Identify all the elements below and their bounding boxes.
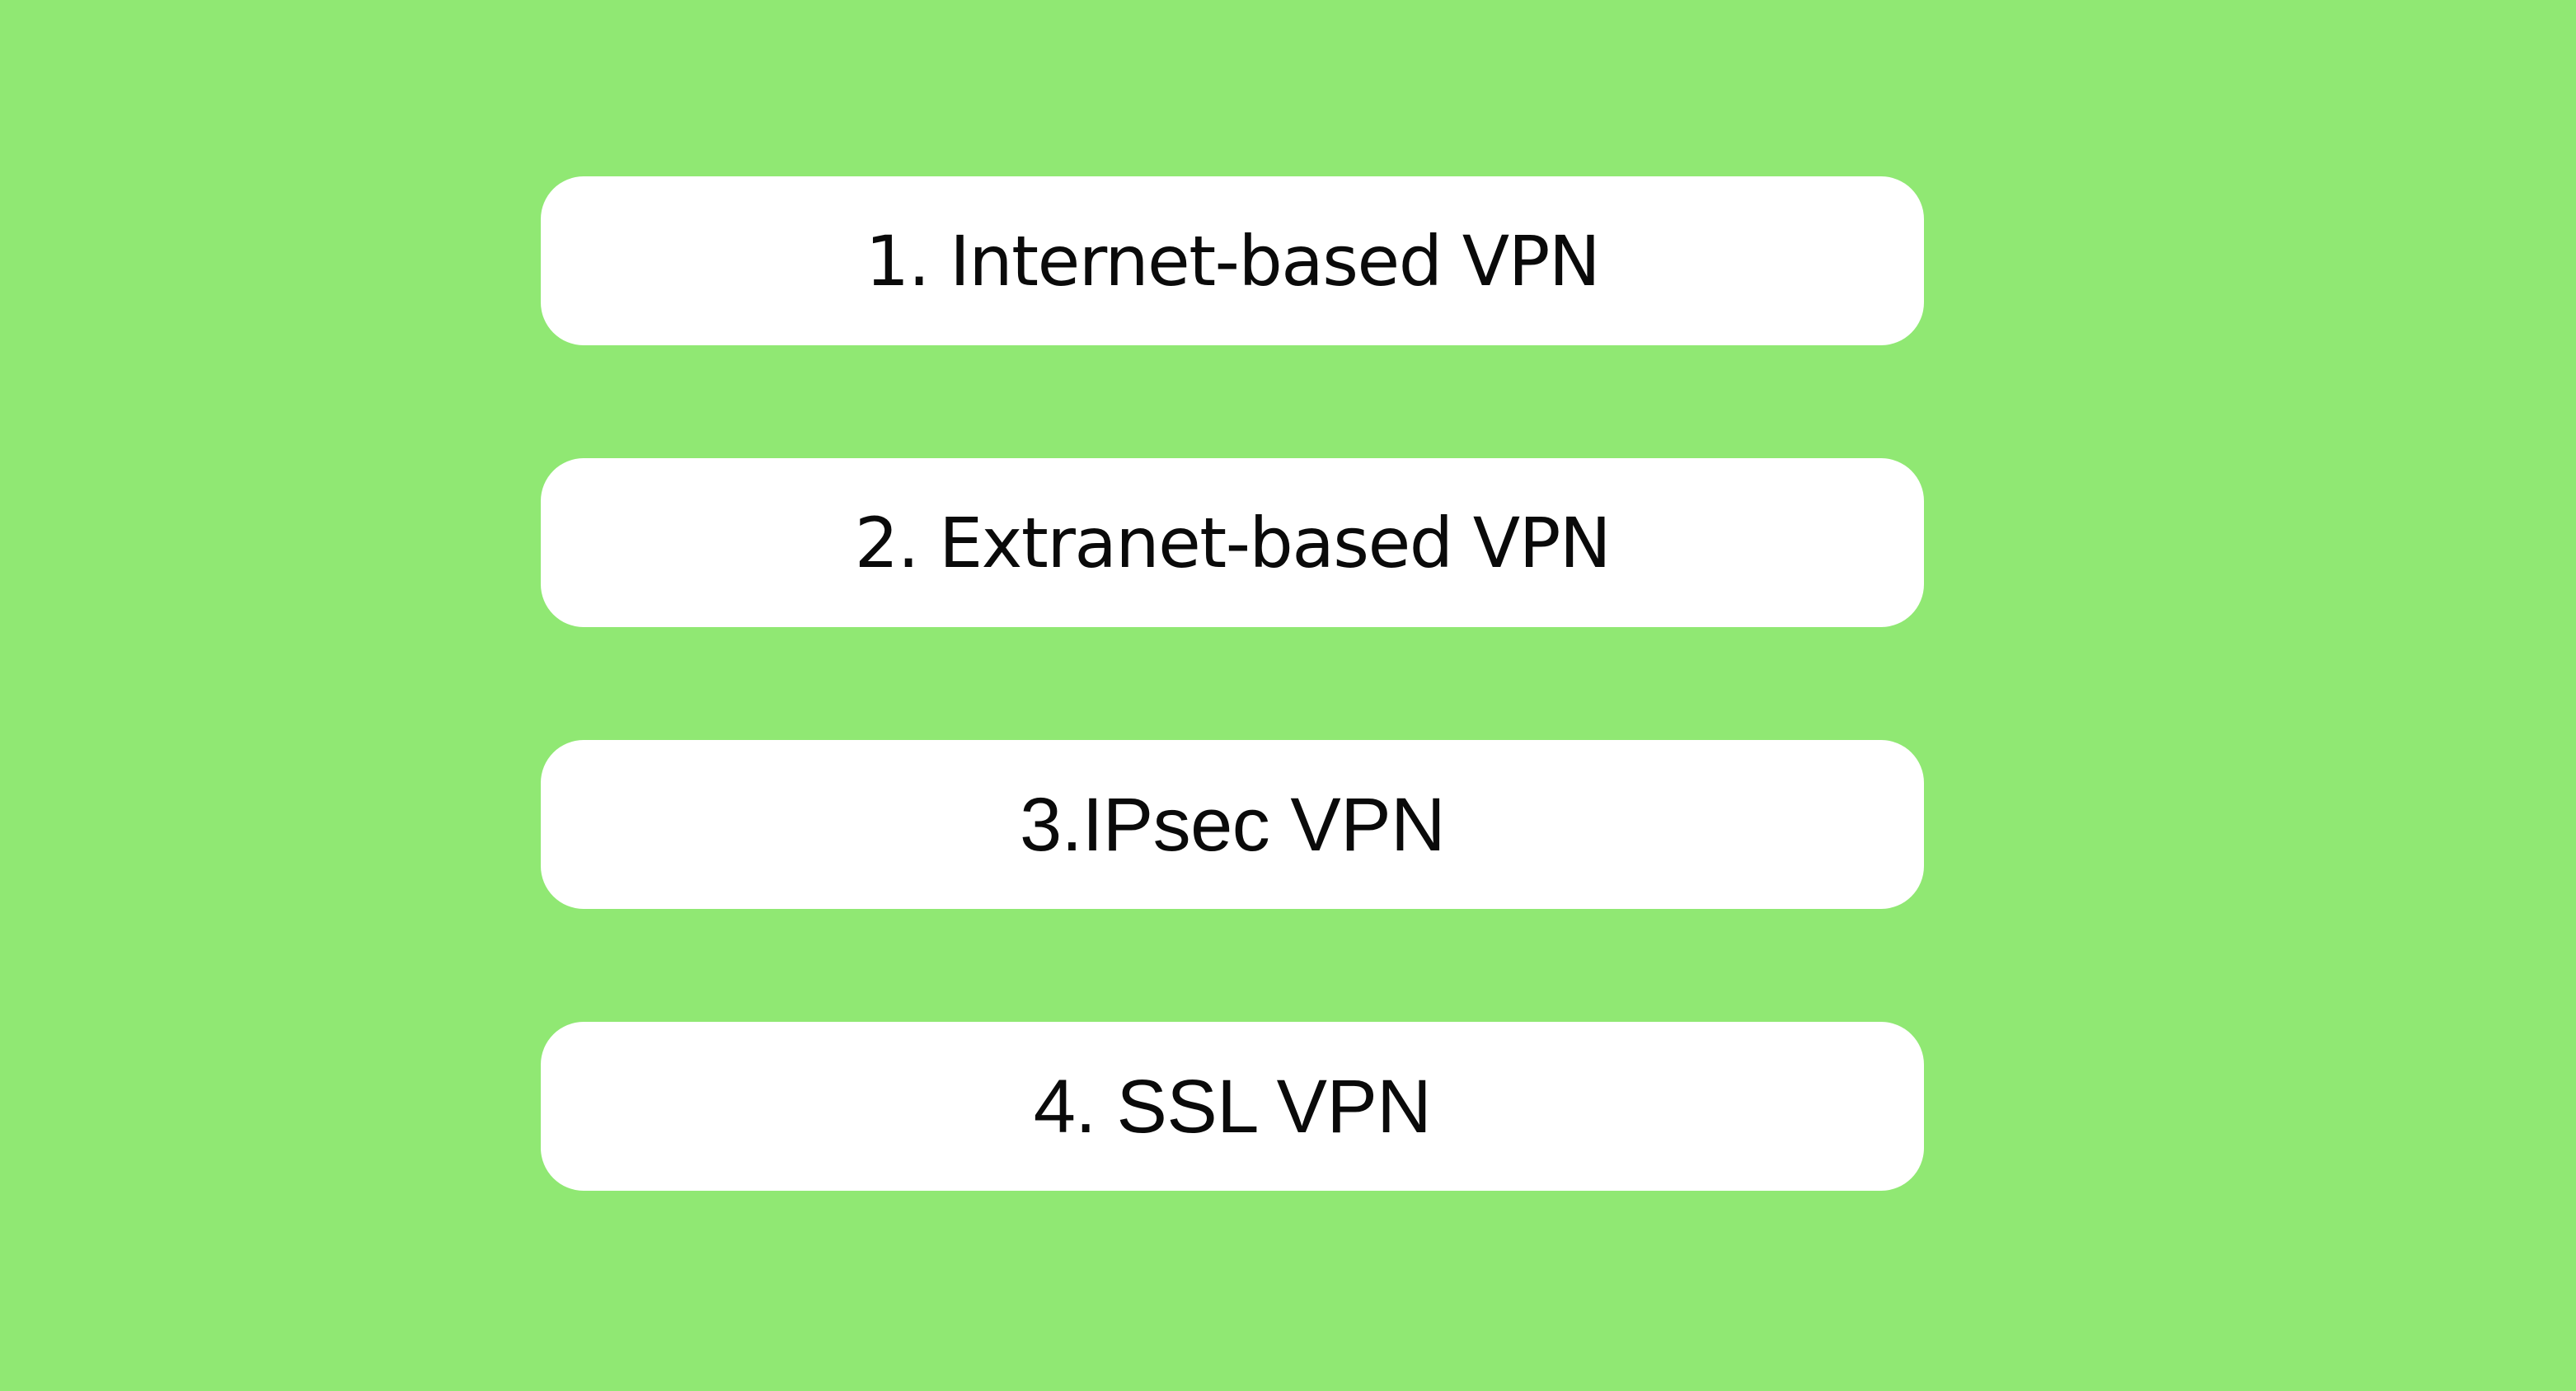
list-item-label: 4. SSL VPN (1033, 1064, 1432, 1149)
list-item-label: 2. Extranet-based VPN (854, 502, 1612, 583)
list-item-label: 1. Internet-based VPN (865, 220, 1601, 302)
list-item-card-3[interactable]: 3.IPsec VPN (541, 740, 1924, 909)
list-item-card-4[interactable]: 4. SSL VPN (541, 1022, 1924, 1191)
list-item-label: 3.IPsec VPN (1019, 782, 1446, 867)
list-item-card-1[interactable]: 1. Internet-based VPN (541, 176, 1924, 345)
vpn-type-list: 1. Internet-based VPN 2. Extranet-based … (541, 176, 1924, 1191)
list-item-card-2[interactable]: 2. Extranet-based VPN (541, 458, 1924, 627)
